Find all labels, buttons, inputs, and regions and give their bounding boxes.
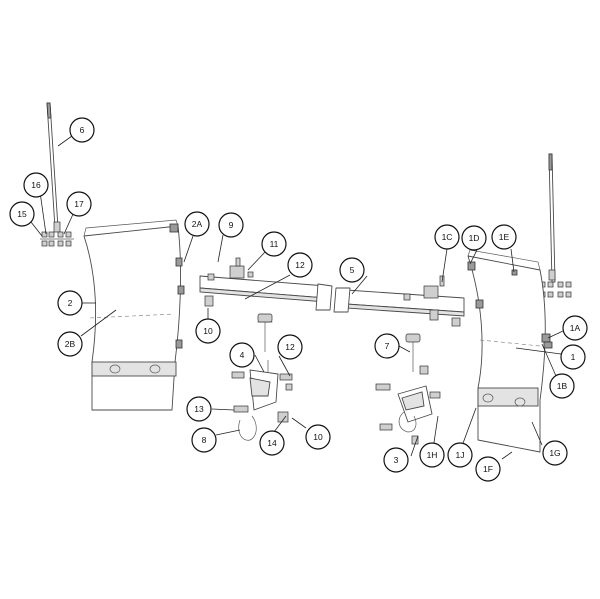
- callout-15-label: 15: [17, 209, 27, 219]
- callout-13-label: 13: [194, 404, 204, 414]
- callout-6: 6: [69, 117, 95, 143]
- callout-1E: 1E: [491, 224, 517, 250]
- right-clamp-bracket: [375, 333, 441, 445]
- callout-1B: 1B: [549, 373, 575, 399]
- callout-14: 14: [259, 430, 285, 456]
- left-hardware-cluster: [40, 231, 74, 247]
- callout-5: 5: [339, 257, 365, 283]
- callout-14-label: 14: [267, 438, 277, 448]
- callout-3-label: 3: [394, 455, 399, 465]
- callout-1G-label: 1G: [549, 448, 560, 458]
- callout-2A-label: 2A: [192, 219, 203, 229]
- callout-12-upper: 12: [287, 252, 313, 278]
- callout-1F-label: 1F: [483, 464, 493, 474]
- callout-1-label: 1: [571, 352, 576, 362]
- callout-17-label: 17: [74, 199, 84, 209]
- callout-10-lower-label: 10: [313, 432, 323, 442]
- callout-8-label: 8: [202, 435, 207, 445]
- callout-1A: 1A: [562, 315, 588, 341]
- callout-2B: 2B: [57, 331, 83, 357]
- callout-12-upper-label: 12: [295, 260, 305, 270]
- callout-9: 9: [218, 212, 244, 238]
- callout-7-label: 7: [385, 341, 390, 351]
- callout-6-label: 6: [80, 125, 85, 135]
- right-mounting-bar: [333, 275, 465, 327]
- callout-1G: 1G: [542, 440, 568, 466]
- callout-12-lower: 12: [277, 334, 303, 360]
- callout-1B-label: 1B: [557, 381, 568, 391]
- callout-5-label: 5: [350, 265, 355, 275]
- callout-10-upper: 10: [195, 318, 221, 344]
- right-mud-flap: [467, 249, 553, 453]
- callout-3: 3: [383, 447, 409, 473]
- callout-11: 11: [261, 231, 287, 257]
- callout-10-upper-label: 10: [203, 326, 213, 336]
- callout-1: 1: [560, 344, 586, 370]
- callout-1J: 1J: [447, 442, 473, 468]
- callout-17: 17: [66, 191, 92, 217]
- callout-8: 8: [191, 427, 217, 453]
- callout-2: 2: [57, 290, 83, 316]
- callout-1C-label: 1C: [442, 232, 453, 242]
- callout-1F: 1F: [475, 456, 501, 482]
- callout-4-label: 4: [240, 350, 245, 360]
- callout-16-label: 16: [31, 180, 41, 190]
- callout-1E-label: 1E: [499, 232, 510, 242]
- callout-4: 4: [229, 342, 255, 368]
- callout-11-label: 11: [270, 239, 279, 249]
- callout-1H-label: 1H: [427, 450, 438, 460]
- callout-12-lower-label: 12: [285, 342, 295, 352]
- left-marker-rod: [46, 102, 61, 233]
- callout-13: 13: [186, 396, 212, 422]
- callout-2A: 2A: [184, 211, 210, 237]
- left-clamp-bracket: [231, 313, 293, 441]
- left-mounting-bar: [199, 257, 333, 311]
- callout-1C: 1C: [434, 224, 460, 250]
- left-mud-flap: [83, 219, 185, 411]
- callout-2B-label: 2B: [65, 339, 76, 349]
- callout-7: 7: [374, 333, 400, 359]
- callout-1A-label: 1A: [570, 323, 581, 333]
- callout-15: 15: [9, 201, 35, 227]
- callout-16: 16: [23, 172, 49, 198]
- callout-1H: 1H: [419, 442, 445, 468]
- callout-10-lower: 10: [305, 424, 331, 450]
- callout-9-label: 9: [229, 220, 234, 230]
- callout-2-label: 2: [68, 298, 73, 308]
- callout-1D-label: 1D: [469, 233, 480, 243]
- leader-lines: [30, 135, 564, 460]
- callout-1J-label: 1J: [456, 450, 465, 460]
- callout-1D: 1D: [461, 225, 487, 251]
- right-marker-rod: [539, 153, 572, 298]
